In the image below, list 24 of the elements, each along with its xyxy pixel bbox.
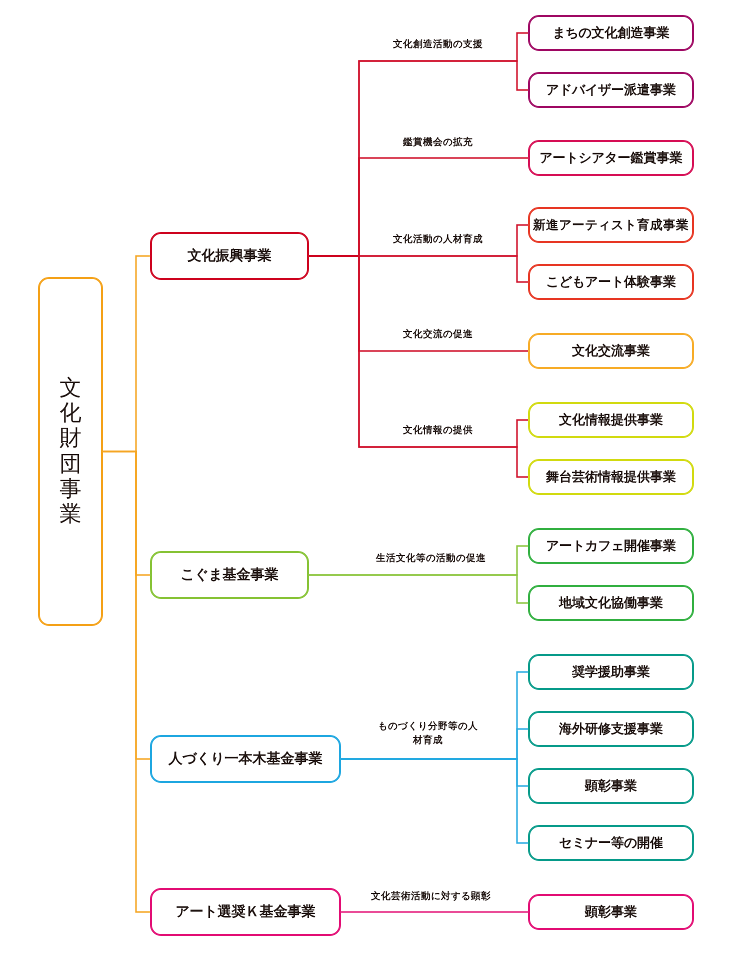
- program-box: 舞台芸術情報提供事業: [528, 459, 694, 495]
- program-box: セミナー等の開催: [528, 825, 694, 861]
- connector-line: [309, 574, 528, 604]
- connector-line: [341, 758, 528, 844]
- program-box: まちの文化創造事業: [528, 15, 694, 51]
- program-box: アートカフェ開催事業: [528, 528, 694, 564]
- program-box: こどもアート体験事業: [528, 264, 694, 300]
- program-box: 人づくり一本木基金事業: [150, 735, 341, 783]
- program-box: 海外研修支援事業: [528, 711, 694, 747]
- root-box: 文化財団事業: [38, 277, 103, 626]
- connector-line: [103, 450, 150, 913]
- program-box: 新進アーティスト育成事業: [528, 207, 694, 243]
- program-box: アドバイザー派遣事業: [528, 72, 694, 108]
- program-box: 文化情報提供事業: [528, 402, 694, 438]
- program-box: こぐま基金事業: [150, 551, 309, 599]
- program-box: 顕彰事業: [528, 768, 694, 804]
- program-box: 地域文化協働事業: [528, 585, 694, 621]
- program-box: 文化交流事業: [528, 333, 694, 369]
- program-box: アート選奨Ｋ基金事業: [150, 888, 341, 936]
- program-box: 文化振興事業: [150, 232, 309, 280]
- program-box: 奨学援助事業: [528, 654, 694, 690]
- program-box: アートシアター鑑賞事業: [528, 140, 694, 176]
- connector-line: [341, 911, 528, 913]
- program-box: 顕彰事業: [528, 894, 694, 930]
